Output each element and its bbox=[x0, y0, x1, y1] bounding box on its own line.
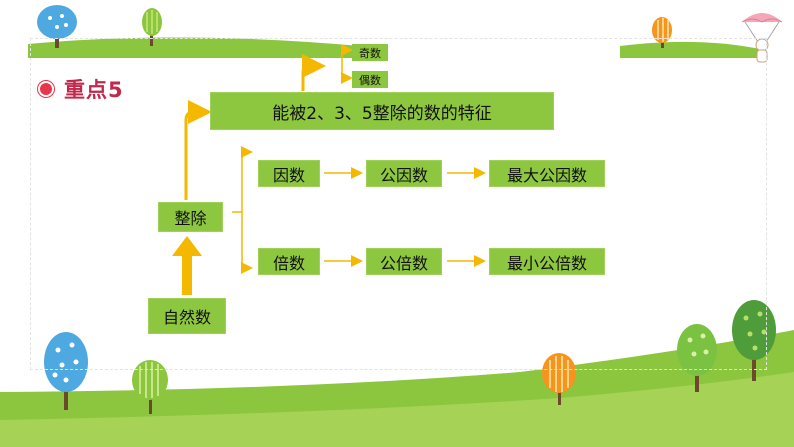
lcm-box: 最小公倍数 bbox=[489, 248, 605, 275]
arrow-icon bbox=[172, 236, 202, 295]
circle-bullet-icon bbox=[40, 83, 52, 95]
arrow-icon bbox=[301, 54, 326, 91]
arrow-icon bbox=[184, 100, 212, 200]
tree-icon bbox=[44, 332, 88, 410]
heading-text: 重点5 bbox=[64, 78, 124, 102]
feature-title-box: 能被2、3、5整除的数的特征 bbox=[210, 92, 554, 130]
section-heading: 重点5 bbox=[40, 74, 124, 104]
tree-icon bbox=[732, 300, 776, 381]
bottom-grass-light bbox=[0, 372, 794, 447]
factor-box: 因数 bbox=[258, 160, 320, 187]
natural-number-box: 自然数 bbox=[148, 298, 226, 334]
divisibility-box: 整除 bbox=[158, 202, 223, 232]
common-multiple-box: 公倍数 bbox=[366, 248, 442, 275]
odd-number-box: 奇数 bbox=[352, 44, 388, 61]
even-number-box: 偶数 bbox=[352, 71, 388, 88]
common-factor-box: 公因数 bbox=[366, 160, 442, 187]
top-grass-left bbox=[28, 37, 360, 58]
parachute-mascot-icon bbox=[741, 13, 783, 63]
tree-icon bbox=[37, 5, 77, 48]
tree-icon bbox=[542, 353, 576, 405]
tree-icon bbox=[677, 324, 717, 392]
tree-icon bbox=[132, 360, 168, 414]
multiple-box: 倍数 bbox=[258, 248, 320, 275]
top-grass-right bbox=[620, 41, 765, 58]
tree-icon bbox=[652, 17, 672, 48]
gcf-box: 最大公因数 bbox=[489, 160, 605, 187]
content-frame bbox=[30, 38, 767, 370]
